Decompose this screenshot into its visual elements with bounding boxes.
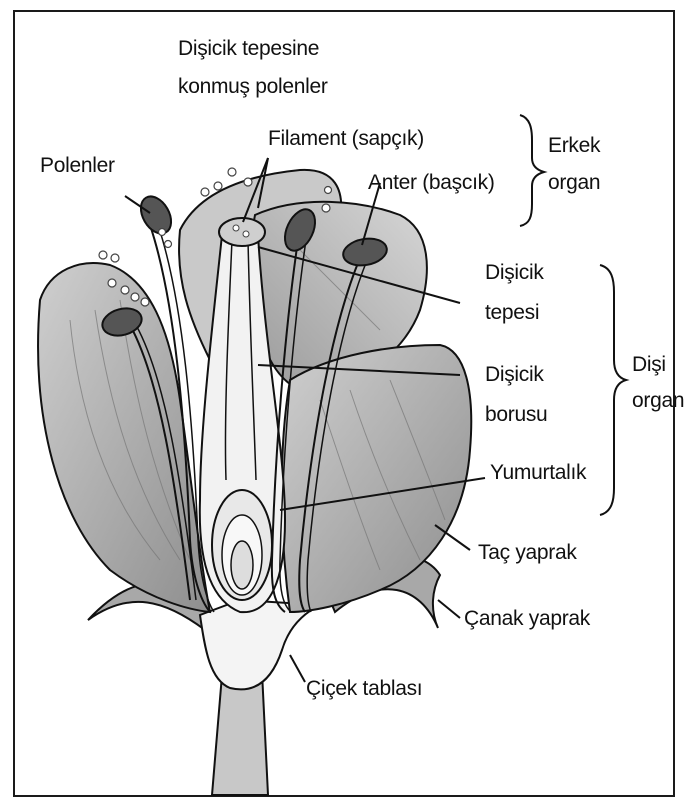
- anther-left: [135, 191, 178, 239]
- male-organ-label-line2: organ: [548, 170, 600, 196]
- male-organ-brace: [520, 115, 544, 226]
- petal-right: [282, 345, 472, 612]
- female-organ-brace: [600, 265, 626, 515]
- stem: [212, 672, 268, 795]
- petal-label: Taç yaprak: [478, 540, 577, 566]
- female-organ-label-line1: Dişi: [632, 352, 666, 378]
- stigma: [219, 218, 265, 246]
- anther-label: Anter (başcık): [368, 170, 495, 196]
- female-organ-label-line2: organ: [632, 388, 684, 414]
- male-organ-label-line1: Erkek: [548, 133, 600, 159]
- stigma-label-line1: Dişicik: [485, 260, 544, 286]
- filament-label: Filament (sapçık): [268, 126, 424, 152]
- pollen-label: Polenler: [40, 153, 115, 179]
- style-label-line2: borusu: [485, 402, 547, 428]
- style-label-line1: Dişicik: [485, 362, 544, 388]
- pollen-on-stigma-label-line1: Dişicik tepesine: [178, 36, 319, 62]
- receptacle-label: Çiçek tablası: [306, 676, 422, 702]
- pollen-on-stigma-label-line2: konmuş polenler: [178, 74, 328, 100]
- stigma-label-line2: tepesi: [485, 300, 539, 326]
- ovule: [231, 541, 253, 589]
- sepal-label: Çanak yaprak: [464, 606, 590, 632]
- ovary-label: Yumurtalık: [490, 460, 586, 486]
